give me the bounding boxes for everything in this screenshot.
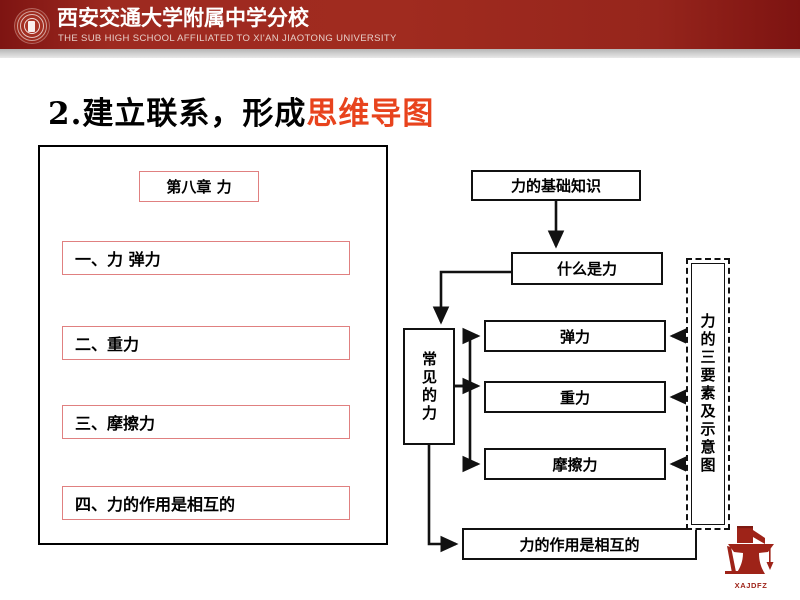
outline-item-3: 三、摩擦力	[62, 405, 350, 439]
node-three-elements: 力的三要素及示意图	[686, 258, 730, 530]
outline-item-2: 二、重力	[62, 326, 350, 360]
node-friction: 摩擦力	[484, 448, 666, 480]
node-common-forces: 常见的力	[403, 328, 455, 445]
node-three-elements-label: 力的三要素及示意图	[698, 313, 717, 475]
chapter-outline-panel: 第八章 力 一、力 弹力 二、重力 三、摩擦力 四、力的作用是相互的	[38, 145, 388, 545]
node-what-is-force: 什么是力	[511, 252, 663, 285]
header-divider-strip	[0, 49, 800, 58]
page-title-prefix: 2.建立联系，形成	[48, 96, 307, 132]
school-anvil-logo: XAJDFZ	[718, 526, 784, 590]
outline-item-4: 四、力的作用是相互的	[62, 486, 350, 520]
school-name-chinese: 西安交通大学附属中学分校	[57, 6, 309, 30]
logo-label: XAJDFZ	[734, 581, 768, 590]
anvil-logo-icon	[725, 526, 774, 574]
seal-ring-outer	[17, 11, 47, 41]
node-three-elements-inner-border: 力的三要素及示意图	[691, 263, 725, 525]
node-elastic-force: 弹力	[484, 320, 666, 352]
school-seal-icon	[14, 8, 50, 44]
page-title: 2.建立联系，形成思维导图	[48, 88, 434, 133]
school-name-english: THE SUB HIGH SCHOOL AFFILIATED TO XI'AN …	[58, 33, 397, 44]
seal-ring-inner	[24, 18, 40, 34]
seal-ring-middle	[20, 14, 44, 38]
node-mutual-action: 力的作用是相互的	[462, 528, 697, 560]
page-title-accent: 思维导图	[306, 96, 435, 132]
node-gravity: 重力	[484, 381, 666, 413]
outline-item-1: 一、力 弹力	[62, 241, 350, 275]
header-banner: 西安交通大学附属中学分校 THE SUB HIGH SCHOOL AFFILIA…	[0, 0, 800, 49]
chapter-title-box: 第八章 力	[139, 171, 259, 202]
node-base-knowledge: 力的基础知识	[471, 170, 641, 201]
seal-core-glyph	[28, 21, 35, 32]
